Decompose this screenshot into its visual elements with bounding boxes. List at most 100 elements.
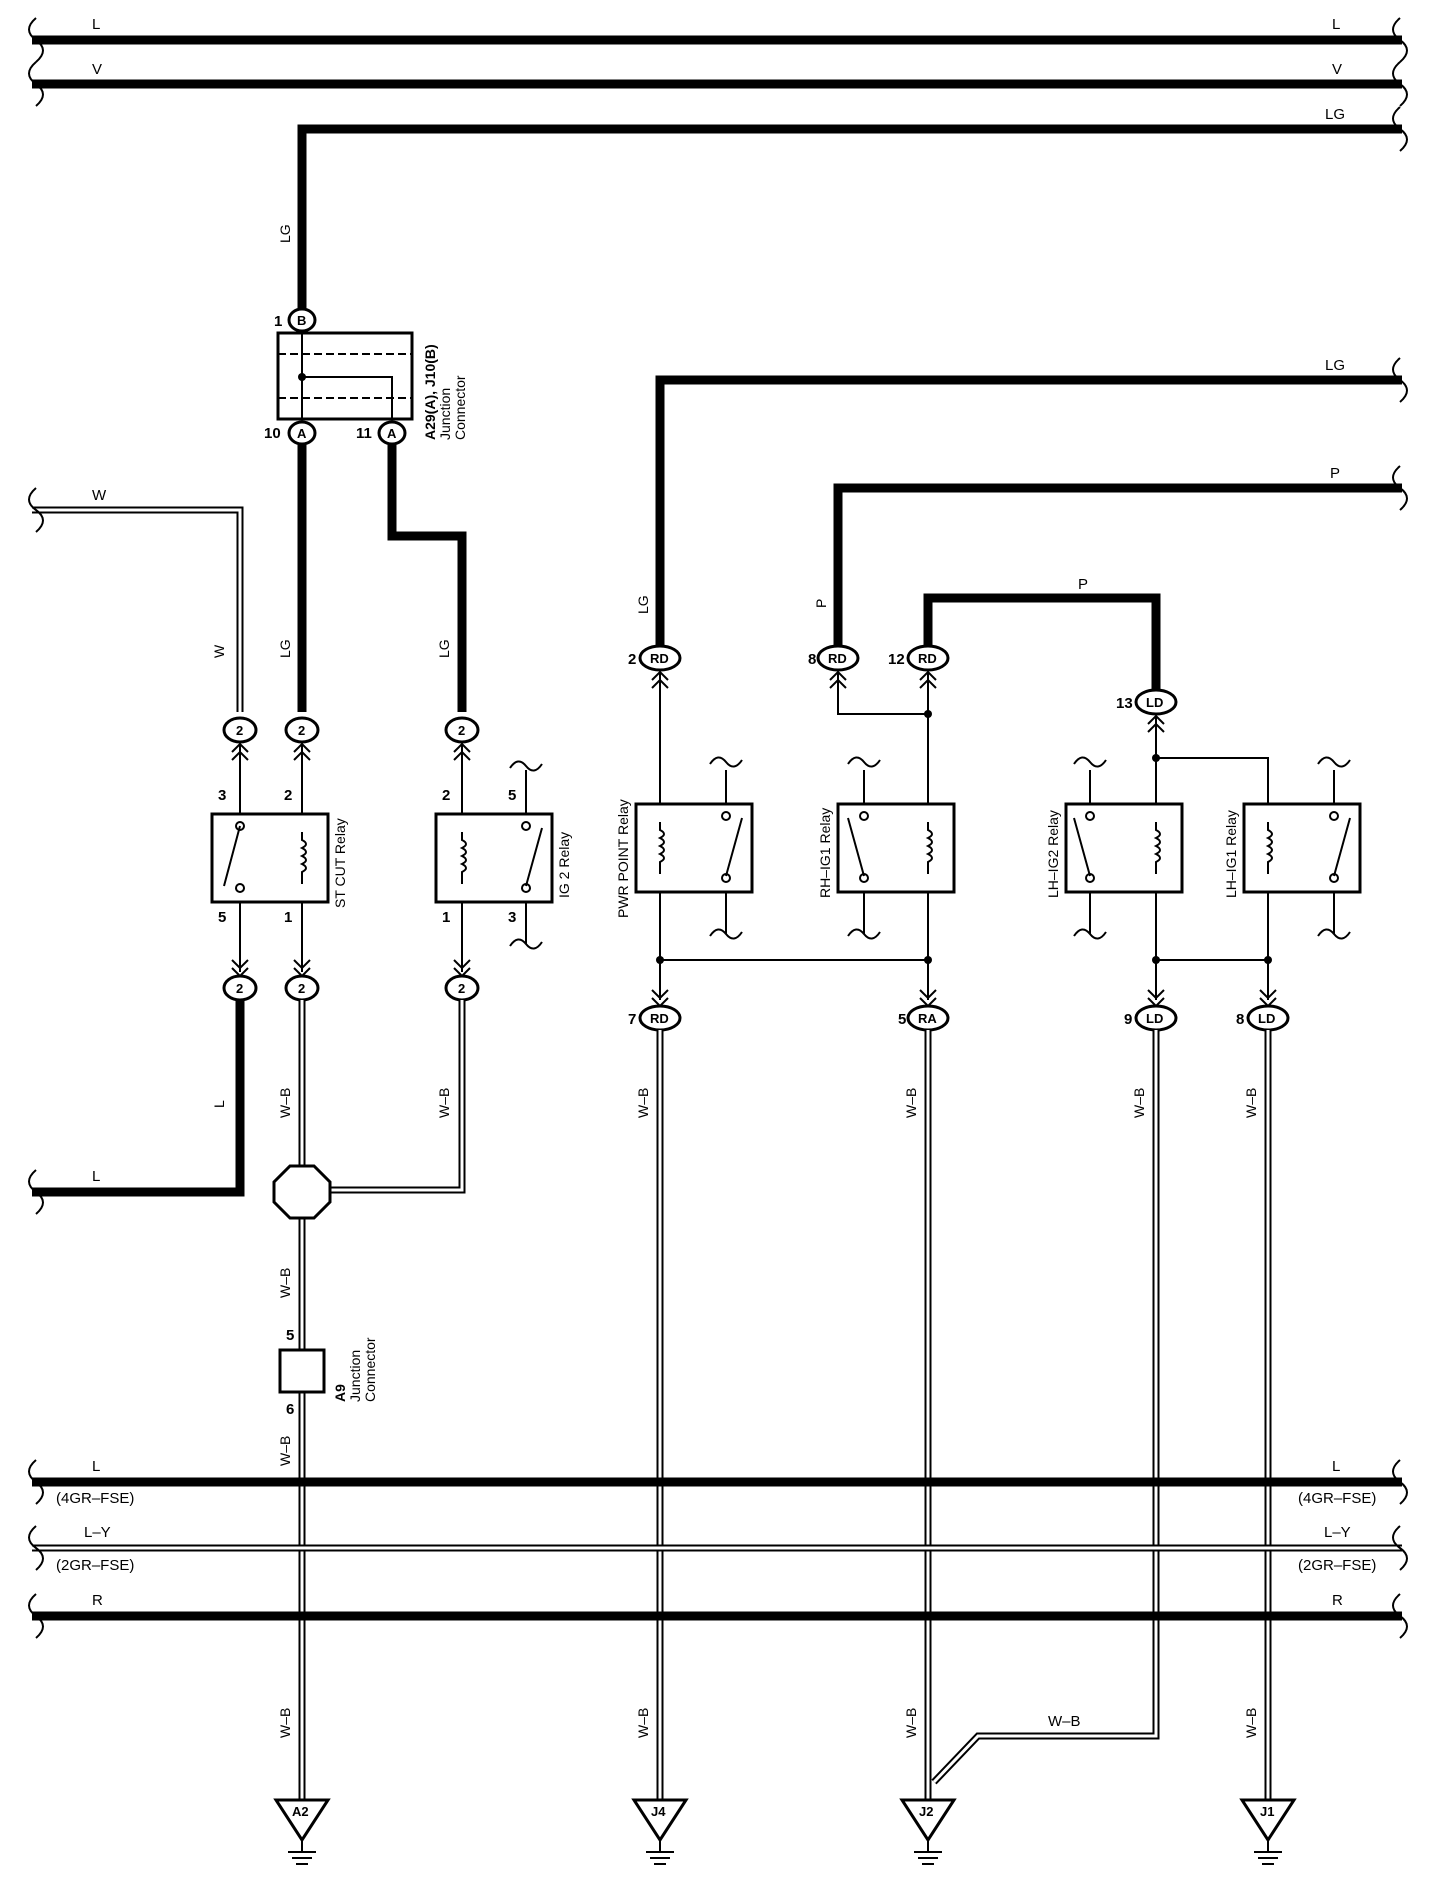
relay-box (1242, 802, 1362, 894)
relay-box (1064, 802, 1184, 894)
connector-code: 2 (236, 981, 243, 996)
wire-label-lg: LG (277, 639, 293, 658)
wire-label-wb: W–B (903, 1708, 919, 1738)
splice-dot (1264, 956, 1272, 964)
engine-note: (2GR–FSE) (56, 1557, 134, 1574)
junction-label: Connector (452, 375, 468, 440)
break-mark (28, 487, 44, 533)
pin-number: 3 (508, 909, 516, 926)
break-mark (1392, 357, 1408, 403)
ground-j1: J1 (1239, 1798, 1297, 1865)
wire-label-wb: W–B (277, 1708, 293, 1738)
break-mark (28, 61, 44, 107)
relay-label: LH–IG2 Relay (1045, 810, 1061, 898)
break-mark (1317, 928, 1351, 940)
connector-code: A (387, 426, 397, 441)
engine-note: (4GR–FSE) (56, 1490, 134, 1507)
wire-wb (931, 1030, 1160, 1785)
relay-label: PWR POINT Relay (615, 799, 631, 918)
wire-label-wb: W–B (903, 1088, 919, 1118)
connector-code: RD (650, 1011, 669, 1026)
grounds: A2 J4 J2 J1 (273, 1798, 1297, 1865)
wire-lg-pwr (655, 375, 1402, 648)
wire-label-l: L (1332, 1458, 1340, 1475)
pin-number: 5 (286, 1327, 294, 1344)
relay-coil (1265, 822, 1273, 874)
wire-label-l: L (92, 1458, 100, 1475)
relay-label: IG 2 Relay (556, 832, 572, 898)
ground-symbol (1239, 1798, 1297, 1843)
ground-code: J2 (919, 1804, 933, 1819)
wire-lg-ig2 (387, 444, 467, 712)
connector-ld13 (1134, 688, 1178, 716)
break-mark (709, 928, 743, 940)
wire-label-lg: LG (635, 595, 651, 614)
connector-code: LD (1146, 695, 1163, 710)
wire-label-wb: W–B (635, 1708, 651, 1738)
connector-code: 2 (236, 723, 243, 738)
splice-point (272, 1164, 332, 1220)
ground-code: A2 (292, 1804, 309, 1819)
relay-label: LH–IG1 Relay (1223, 810, 1239, 898)
w-wire: W W (28, 487, 244, 712)
break-mark (709, 756, 743, 768)
pin-number: 2 (628, 651, 636, 668)
wire-label-wb: W–B (277, 1436, 293, 1466)
relay-switch (725, 817, 743, 877)
pin-number: 6 (286, 1401, 294, 1418)
bus-wire-lg-top (297, 124, 1402, 312)
pin-number: 5 (218, 909, 226, 926)
pwr-rh-section: LG LG P P P RD 2 RD 8 RD 12 PWR P (615, 357, 1408, 1032)
connector-code: LD (1258, 1011, 1275, 1026)
connector-2 (444, 716, 480, 744)
l-wire-left: L L (28, 1000, 245, 1215)
connector-code: A (297, 426, 307, 441)
wire-label-lg: LG (277, 224, 293, 243)
bottom-bus-wires: L L (4GR–FSE) (4GR–FSE) L–Y L–Y (2GR–FSE… (28, 1458, 1408, 1639)
relay-switch (847, 817, 865, 877)
relay-switch (525, 827, 543, 887)
relay-label: ST CUT Relay (332, 818, 348, 908)
ground-j4: J4 (631, 1798, 689, 1865)
break-mark (28, 1169, 44, 1215)
wire-w (32, 506, 244, 712)
break-mark (1392, 1593, 1408, 1639)
relay-box (210, 812, 330, 904)
connector-code: 2 (458, 723, 465, 738)
connector-code: RD (918, 651, 937, 666)
relay-switch (1073, 817, 1091, 877)
pin-number: 2 (284, 787, 292, 804)
splice-dot (1152, 754, 1160, 762)
connector-code: RD (650, 651, 669, 666)
wire-label-wb: W–B (277, 1268, 293, 1298)
wire-label-p: P (813, 599, 829, 608)
wb-ground-left: W–B W–B W–B W–B W–B 5 6 A9 Junction Conn… (272, 1000, 466, 1800)
break-mark (847, 928, 881, 940)
wire-label-wb: W–B (1131, 1088, 1147, 1118)
relay-coil (925, 822, 933, 874)
ig2-relay: 2 2 2 5 1 3 IG 2 Relay (434, 716, 572, 1002)
wire-label-wb: W–B (1243, 1088, 1259, 1118)
ground-a2: A2 (273, 1798, 331, 1865)
engine-note: (2GR–FSE) (1298, 1557, 1376, 1574)
wire-l (32, 1000, 245, 1197)
pin-number: 10 (264, 425, 281, 442)
connector-rd12 (906, 644, 950, 672)
connector-code: 2 (298, 723, 305, 738)
ground-j2: J2 (899, 1798, 957, 1865)
break-mark (509, 938, 543, 950)
relay-switch (1333, 817, 1351, 877)
connector-code: RD (828, 651, 847, 666)
break-mark (1392, 1525, 1408, 1571)
wire-label-ly: L–Y (1324, 1524, 1351, 1541)
ground-code: J4 (651, 1804, 666, 1819)
wire-label-l: L (211, 1100, 227, 1108)
wire-label-ly: L–Y (84, 1524, 111, 1541)
splice-dot (298, 373, 306, 381)
internal-link (302, 376, 393, 419)
relay-box (634, 802, 754, 894)
junction-label: A9 (332, 1384, 348, 1402)
pin-number: 12 (888, 651, 905, 668)
junction-connector-a29: B 1 A 10 A 11 A29(A), J10(B) Junction Co… (264, 307, 468, 446)
